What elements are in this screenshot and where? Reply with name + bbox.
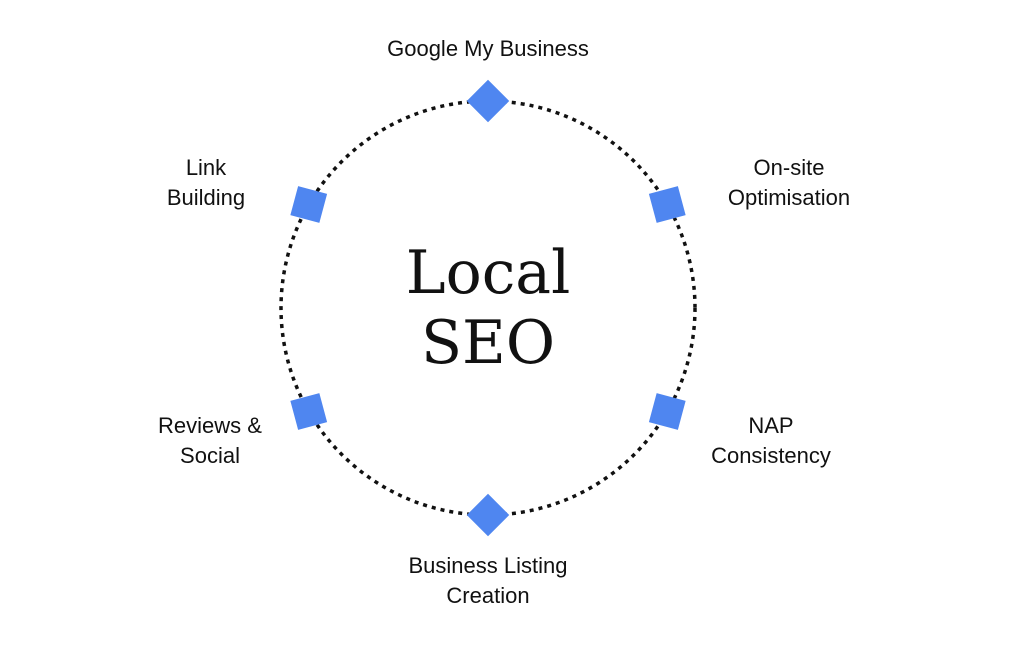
node-label-google-my-business: Google My Business — [387, 36, 589, 61]
node-marker-diamond — [466, 79, 510, 123]
node-label-reviews-social: Reviews & Social — [158, 413, 262, 468]
node-label-on-site-optimisation: On-site Optimisation — [727, 155, 851, 210]
node-marker-diamond — [648, 393, 686, 430]
node-label-link-building: Link Building — [166, 155, 246, 210]
node-marker-diamond — [466, 493, 510, 537]
node-marker-diamond — [648, 186, 686, 223]
node-marker-diamond — [290, 186, 328, 223]
node-label-business-listing-creation: Business Listing Creation — [408, 553, 568, 608]
center-title: Local SEO — [405, 238, 571, 378]
node-label-nap-consistency: NAP Consistency — [711, 413, 831, 468]
node-marker-diamond — [290, 393, 328, 430]
